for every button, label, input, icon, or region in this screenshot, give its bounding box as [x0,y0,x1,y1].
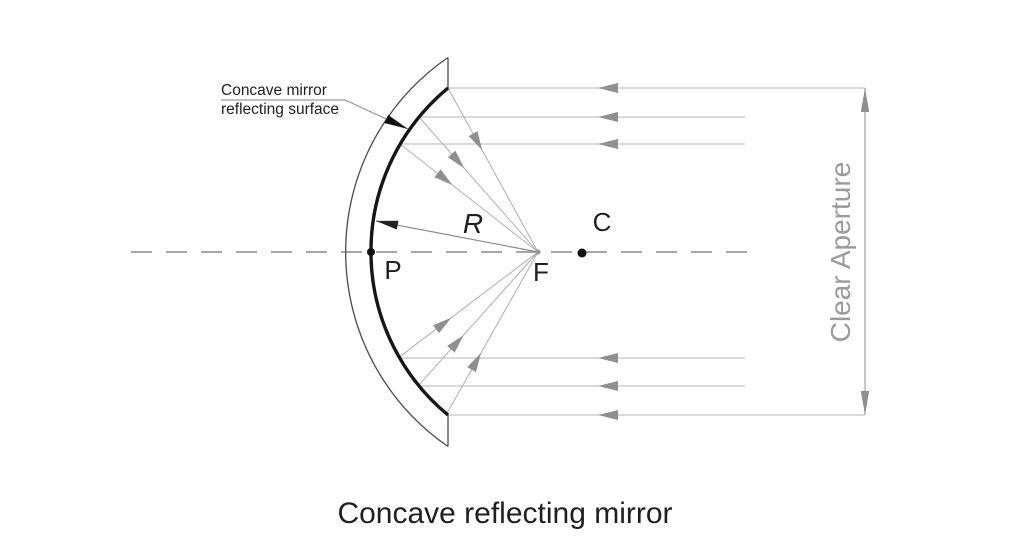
focus-label: F [533,257,549,287]
annotations [221,99,539,253]
center-of-curvature-label: C [593,207,612,237]
reference-points [367,248,587,258]
clear-aperture-label: Clear Aperture [825,162,856,343]
clear-aperture-dimension [860,88,870,415]
radius-label: R [463,208,483,239]
leader-label-line2: reflecting surface [221,101,339,118]
diagram-title: Concave reflecting mirror [337,497,672,530]
leader-label-line1: Concave mirror [221,82,327,99]
incoming-rays [398,83,865,420]
reflected-rays [397,87,539,416]
vertex-label: P [384,255,401,285]
